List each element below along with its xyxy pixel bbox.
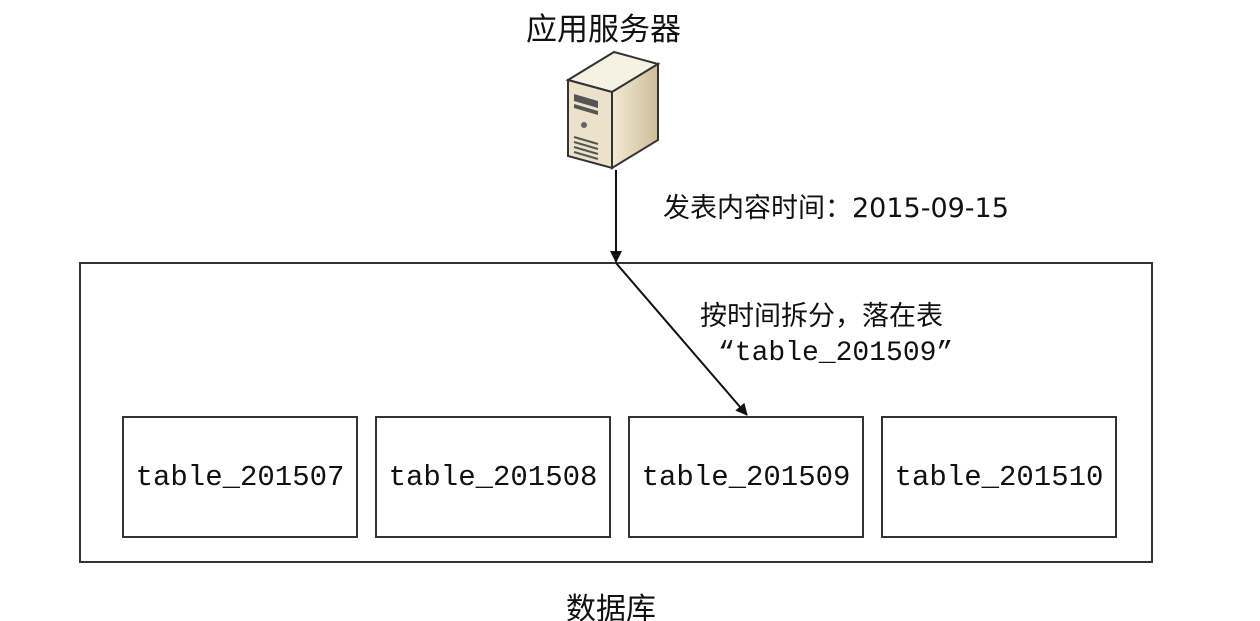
database-label: 数据库: [566, 592, 656, 621]
table-201508: table_201508: [375, 416, 611, 538]
table-201509: table_201509: [628, 416, 864, 538]
server-label: 应用服务器: [526, 12, 681, 48]
table-201510: table_201510: [881, 416, 1117, 538]
routing-label-line2: “table_201509”: [718, 338, 954, 369]
routing-arrow: [615, 262, 748, 416]
table-201507: table_201507: [122, 416, 358, 538]
routing-label-line1: 按时间拆分，落在表: [700, 301, 943, 332]
request-time-label: 发表内容时间：2015-09-15: [663, 193, 1009, 224]
server-icon: [565, 50, 661, 170]
